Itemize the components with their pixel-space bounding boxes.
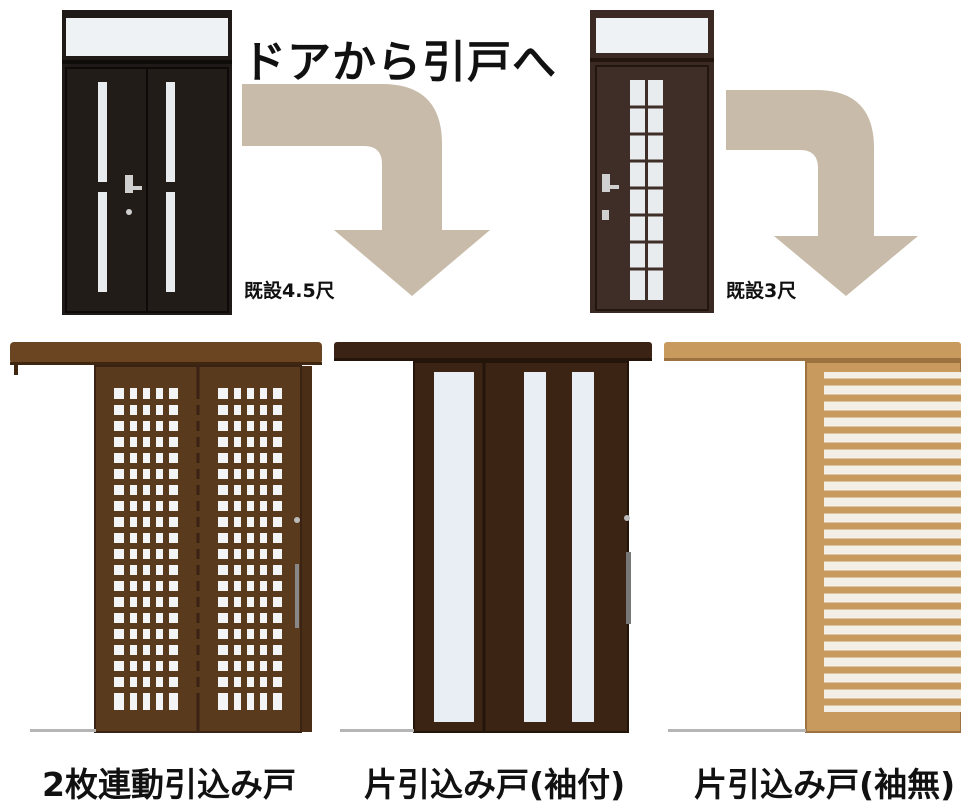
existing-door-label: 既設3尺 [726,280,797,302]
existing-door-double-image [62,10,232,315]
existing-door-single-image [590,10,714,313]
sliding-door-caption: 片引込み戸(袖無) [694,765,956,804]
sliding-door-caption: 2枚連動引込み戸 [42,765,296,804]
sliding-door-slit-image [334,342,652,733]
sliding-door-caption: 片引込み戸(袖付) [364,765,626,804]
sliding-door-louver-image [664,342,961,733]
sliding-door-lattice-image [10,342,322,733]
arrow-down-icon [726,90,918,296]
existing-door-label: 既設4.5尺 [244,280,335,302]
page-heading: ドアから引戸へ [242,37,557,88]
arrow-down-icon [242,84,490,296]
